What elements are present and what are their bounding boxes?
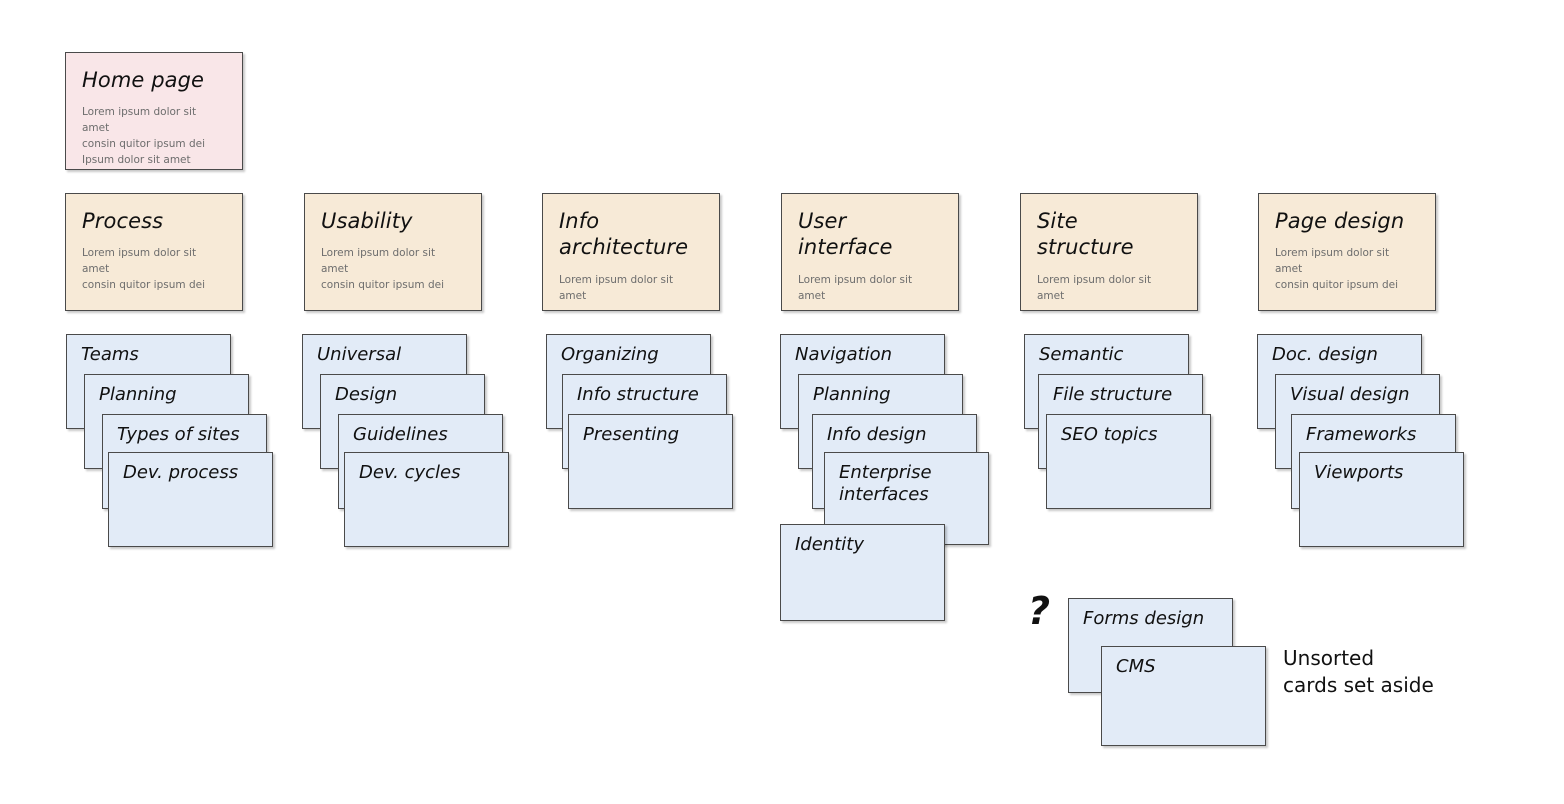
category-lorem: Lorem ipsum dolor sit amet — [798, 273, 913, 302]
home-page-card[interactable]: Home page Lorem ipsum dolor sit amet con… — [65, 52, 243, 170]
unsorted-note: Unsorted cards set aside — [1283, 646, 1434, 697]
topic-label: File structure — [1053, 384, 1173, 405]
category-card-process[interactable]: Process Lorem ipsum dolor sit amet consi… — [65, 193, 243, 311]
topic-card[interactable]: Presenting — [568, 414, 733, 509]
home-page-title: Home page — [82, 68, 205, 92]
category-title: Info architecture — [559, 209, 689, 260]
topic-label: Dev. cycles — [359, 462, 461, 483]
category-card-info-architecture[interactable]: Info architecture Lorem ipsum dolor sit … — [542, 193, 720, 311]
category-lorem: Lorem ipsum dolor sit amet — [1037, 273, 1152, 302]
category-card-user-interface[interactable]: User interface Lorem ipsum dolor sit ame… — [781, 193, 959, 311]
topic-card[interactable]: Dev. cycles — [344, 452, 509, 547]
topic-label: CMS — [1116, 656, 1156, 677]
category-lorem: Lorem ipsum dolor sit amet — [559, 273, 674, 302]
category-card-usability[interactable]: Usability Lorem ipsum dolor sit amet con… — [304, 193, 482, 311]
category-card-page-design[interactable]: Page design Lorem ipsum dolor sit amet c… — [1258, 193, 1436, 311]
topic-label: SEO topics — [1061, 424, 1158, 445]
topic-label: Info design — [827, 424, 927, 445]
category-lorem: Lorem ipsum dolor sit amet consin quitor… — [321, 247, 444, 291]
topic-label: Forms design — [1083, 608, 1205, 629]
topic-label: Types of sites — [117, 424, 240, 445]
category-title: Page design — [1275, 209, 1405, 233]
unsorted-card-cms[interactable]: CMS — [1101, 646, 1266, 746]
topic-label: Design — [335, 384, 398, 405]
topic-label: Presenting — [583, 424, 680, 445]
topic-label: Enterprise interfaces — [839, 462, 932, 505]
topic-label: Teams — [81, 344, 139, 365]
topic-label: Frameworks — [1306, 424, 1417, 445]
category-title: Usability — [321, 209, 413, 233]
category-lorem: Lorem ipsum dolor sit amet consin quitor… — [82, 247, 205, 291]
topic-label: Universal — [317, 344, 402, 365]
topic-label: Dev. process — [123, 462, 239, 483]
topic-label: Semantic — [1039, 344, 1124, 365]
topic-label: Viewports — [1314, 462, 1404, 483]
category-title: User interface — [798, 209, 893, 260]
topic-label: Identity — [795, 534, 864, 555]
topic-card[interactable]: Identity — [780, 524, 945, 621]
topic-card[interactable]: Dev. process — [108, 452, 273, 547]
topic-label: Organizing — [561, 344, 659, 365]
category-lorem: Lorem ipsum dolor sit amet consin quitor… — [1275, 247, 1398, 291]
topic-label: Navigation — [795, 344, 893, 365]
topic-card[interactable]: SEO topics — [1046, 414, 1211, 509]
topic-card[interactable]: Viewports — [1299, 452, 1464, 547]
home-page-lorem: Lorem ipsum dolor sit amet consin quitor… — [82, 106, 205, 166]
topic-label: Info structure — [577, 384, 699, 405]
topic-label: Planning — [813, 384, 891, 405]
category-title: Process — [82, 209, 164, 233]
topic-label: Doc. design — [1272, 344, 1378, 365]
category-title: Site structure — [1037, 209, 1134, 260]
topic-label: Planning — [99, 384, 177, 405]
topic-label: Guidelines — [353, 424, 448, 445]
question-mark-icon: ? — [1028, 589, 1051, 633]
category-card-site-structure[interactable]: Site structure Lorem ipsum dolor sit ame… — [1020, 193, 1198, 311]
topic-label: Visual design — [1290, 384, 1410, 405]
